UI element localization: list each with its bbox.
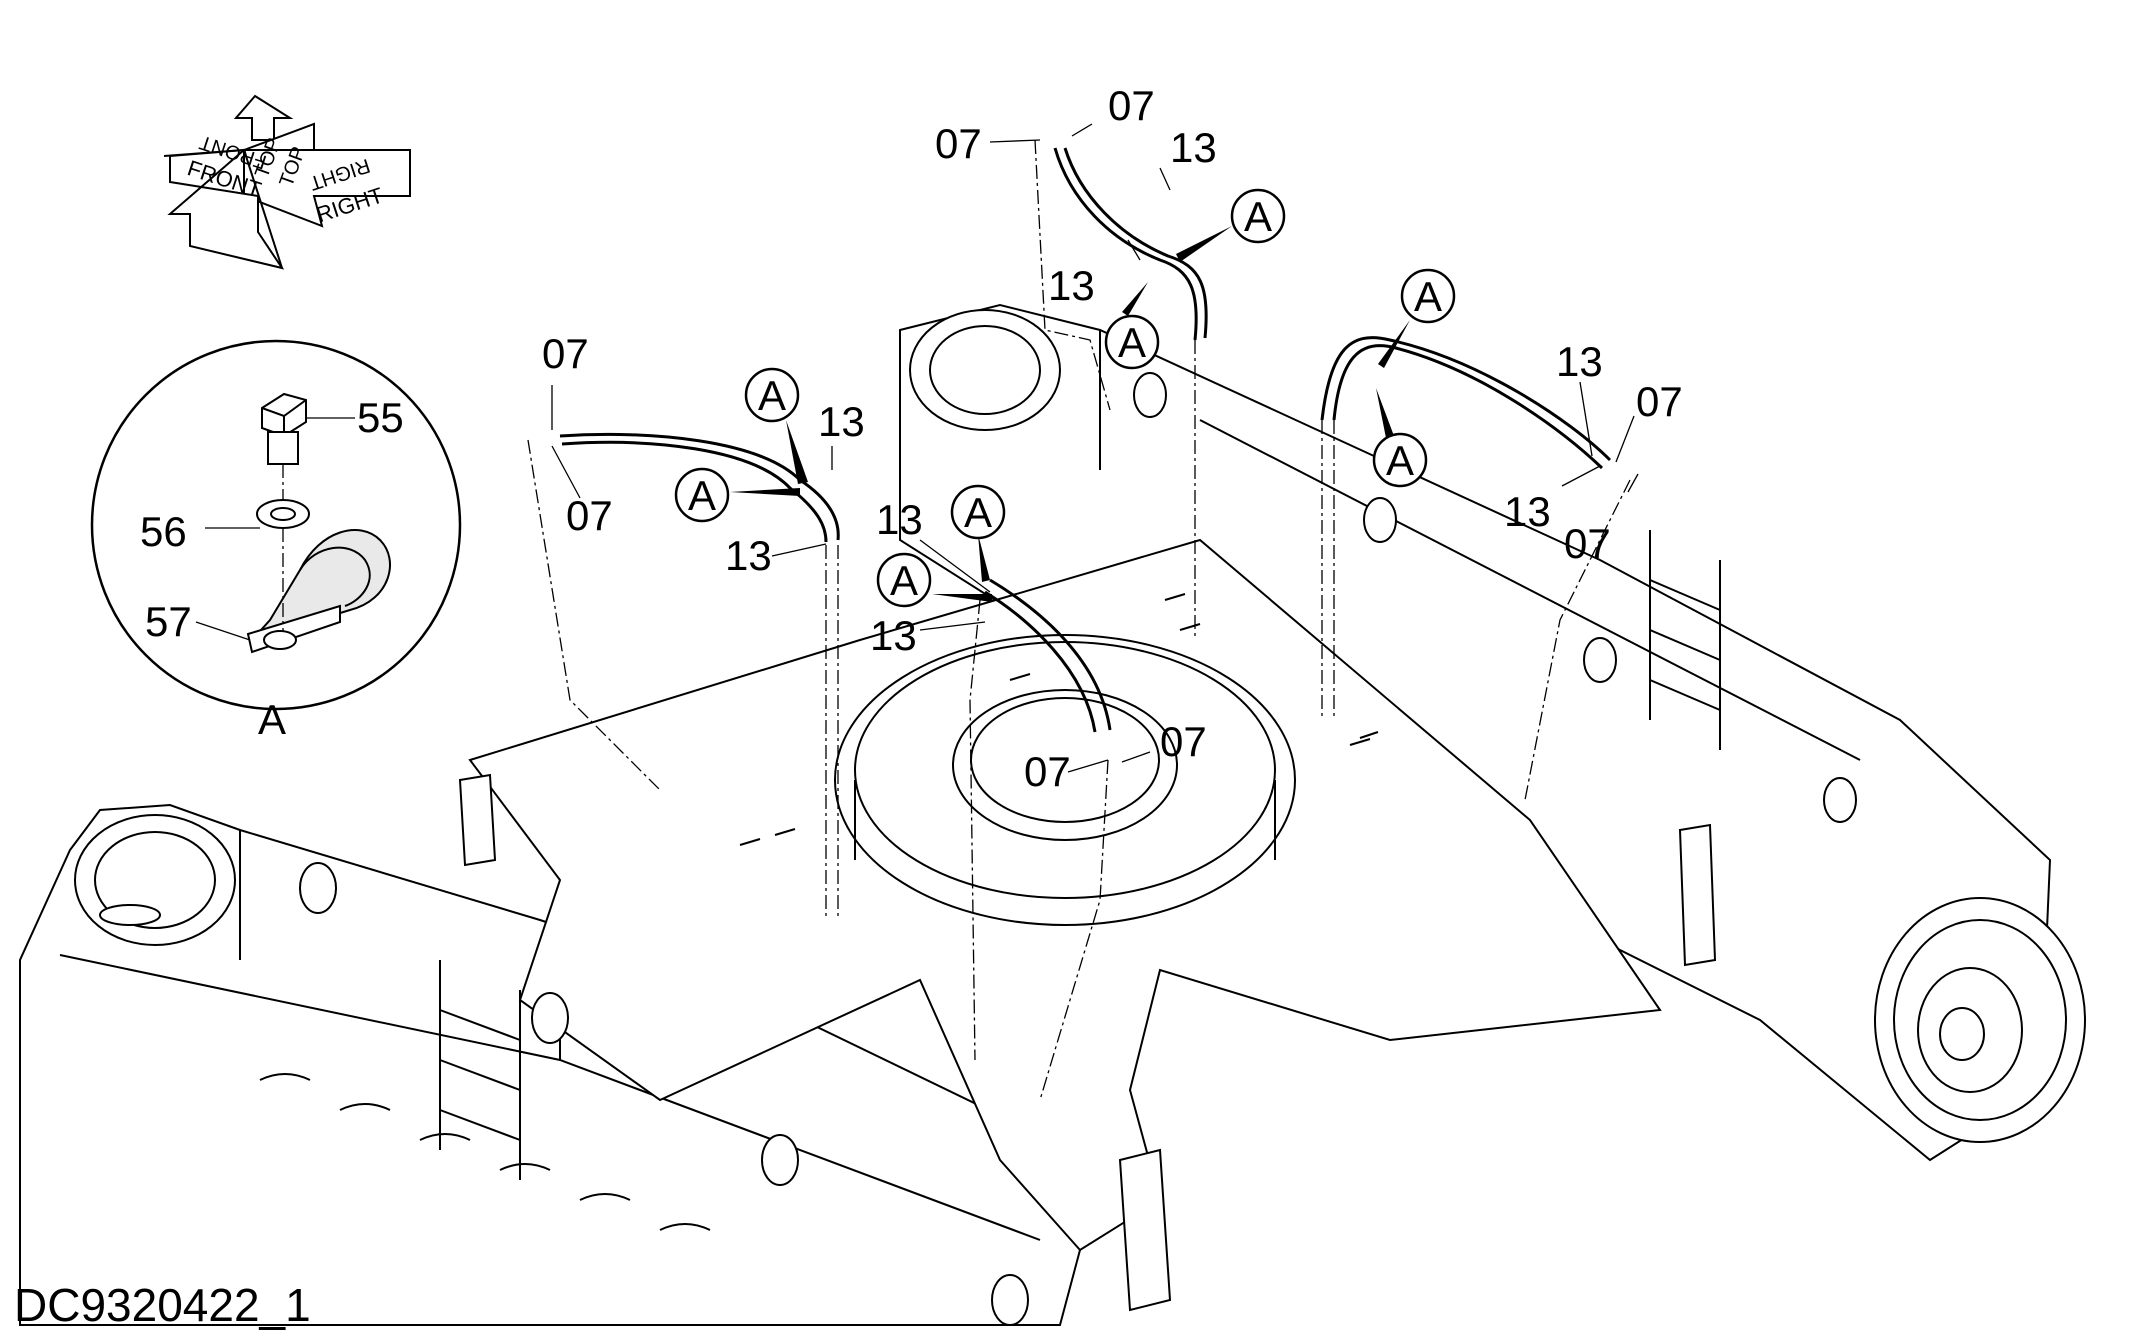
callout-a-1: A bbox=[758, 372, 786, 419]
hoses bbox=[527, 139, 1631, 1101]
callout-a-7: A bbox=[1414, 273, 1442, 320]
undercarriage-frame bbox=[19, 303, 2086, 1326]
label-13-f: 13 bbox=[870, 612, 917, 659]
part-labels: 07 07 13 13 07 07 13 13 13 13 07 07 13 0… bbox=[542, 82, 1683, 795]
document-id: DC9320422_1 bbox=[14, 1279, 311, 1331]
orientation-symbol: FRONT FRONT TOP TOP RIGHT RIGHT bbox=[163, 94, 411, 270]
track-rollers-left bbox=[259, 1073, 711, 1231]
label-07-h: 07 bbox=[1564, 520, 1611, 567]
callout-a-6: A bbox=[1118, 319, 1146, 366]
part-57-label: 57 bbox=[145, 598, 192, 645]
label-07-g: 07 bbox=[1636, 378, 1683, 425]
washer-56-icon bbox=[256, 499, 310, 529]
detail-a-label: A bbox=[258, 696, 286, 743]
label-13-b: 13 bbox=[725, 532, 772, 579]
label-07-f: 07 bbox=[1160, 718, 1207, 765]
carrier-rollers bbox=[299, 372, 1857, 1326]
callout-a-2: A bbox=[688, 472, 716, 519]
clamp-callouts: A A A A A A A A bbox=[674, 188, 1456, 608]
sprocket-right bbox=[1874, 897, 2086, 1143]
bolt-55-icon bbox=[261, 392, 307, 465]
label-13-h: 13 bbox=[1504, 488, 1551, 535]
label-13-g: 13 bbox=[1556, 338, 1603, 385]
label-13-c: 13 bbox=[1170, 124, 1217, 171]
label-13-a: 13 bbox=[818, 398, 865, 445]
callout-a-3: A bbox=[964, 489, 992, 536]
detail-a: 55 56 57 A bbox=[90, 339, 462, 743]
swing-bearing bbox=[834, 634, 1296, 926]
part-55-label: 55 bbox=[357, 394, 404, 441]
label-07-e: 07 bbox=[1024, 748, 1071, 795]
callout-a-5: A bbox=[1244, 193, 1272, 240]
callout-a-4: A bbox=[890, 557, 918, 604]
label-13-e: 13 bbox=[876, 496, 923, 543]
callout-a-8: A bbox=[1386, 437, 1414, 484]
label-13-d: 13 bbox=[1048, 262, 1095, 309]
part-56-label: 56 bbox=[140, 508, 187, 555]
label-07-b: 07 bbox=[566, 492, 613, 539]
step-ladders bbox=[439, 530, 1721, 1180]
clamp-57-icon bbox=[246, 529, 391, 654]
label-07-a: 07 bbox=[542, 330, 589, 377]
label-07-d: 07 bbox=[1108, 82, 1155, 129]
label-07-c: 07 bbox=[935, 120, 982, 167]
